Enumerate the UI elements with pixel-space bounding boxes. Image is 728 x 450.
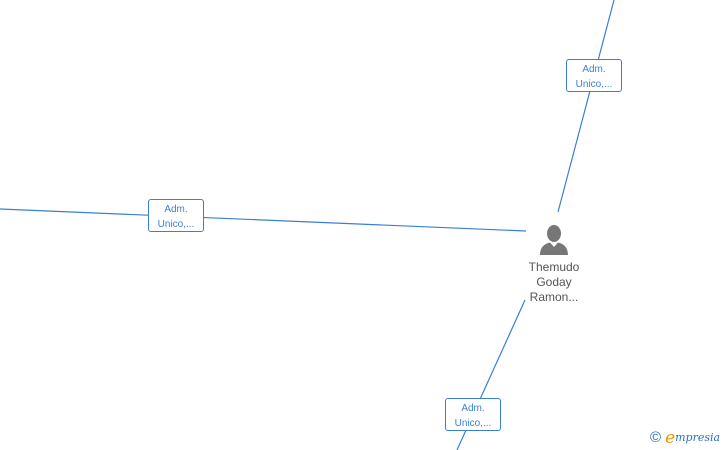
edge-label-role: Adm.: [582, 64, 606, 75]
edge-label-role: Adm.: [461, 403, 485, 414]
edge-label-role: Adm.: [164, 204, 188, 215]
edge-line-left[interactable]: [0, 208, 527, 232]
person-name-line: Goday: [536, 275, 572, 289]
edge-label-role-detail: Unico,...: [454, 418, 492, 429]
edge-label-role-detail: Unico,...: [157, 219, 195, 230]
person-node[interactable]: Themudo Goday Ramon...: [516, 224, 592, 305]
edge-label-bottom[interactable]: Adm. Unico,...: [445, 398, 501, 431]
empresia-logo[interactable]: © e mpresia: [650, 428, 720, 448]
copyright-icon: ©: [650, 429, 662, 446]
logo-wordmark: mpresia: [675, 431, 721, 444]
logo-initial: e: [665, 428, 676, 448]
edge-label-top[interactable]: Adm. Unico,...: [566, 59, 622, 92]
person-icon: [540, 225, 568, 255]
edge-line-top[interactable]: [557, 0, 615, 213]
edge-label-left[interactable]: Adm. Unico,...: [148, 199, 204, 232]
person-name-line: Ramon...: [529, 290, 579, 304]
person-name-line: Themudo: [528, 260, 580, 274]
edge-label-role-detail: Unico,...: [575, 79, 613, 90]
person-name: Themudo Goday Ramon...: [516, 260, 592, 305]
